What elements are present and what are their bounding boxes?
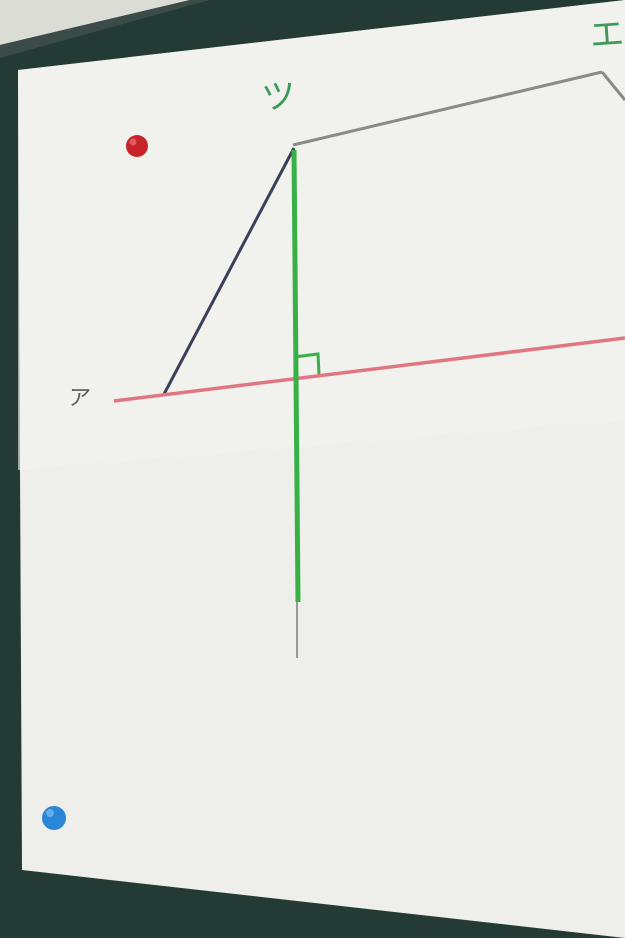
gray-line-top bbox=[292, 70, 603, 147]
blue-magnet-highlight bbox=[46, 809, 54, 817]
gray-line-right bbox=[600, 71, 625, 101]
red-magnet-highlight bbox=[129, 138, 137, 146]
board-frame-top-shadow bbox=[0, 0, 210, 58]
red-magnet bbox=[126, 135, 148, 157]
label-vertex-a: ア bbox=[66, 386, 92, 411]
slanted-line bbox=[161, 147, 296, 397]
green-perpendicular-line bbox=[291, 149, 301, 603]
label-vertex-e: エ bbox=[588, 13, 625, 57]
blue-magnet bbox=[42, 806, 66, 830]
paper-shade bbox=[18, 0, 625, 470]
red-base-line bbox=[113, 336, 625, 403]
right-angle-marker bbox=[293, 352, 321, 375]
label-vertex-c: ツ bbox=[260, 75, 298, 119]
